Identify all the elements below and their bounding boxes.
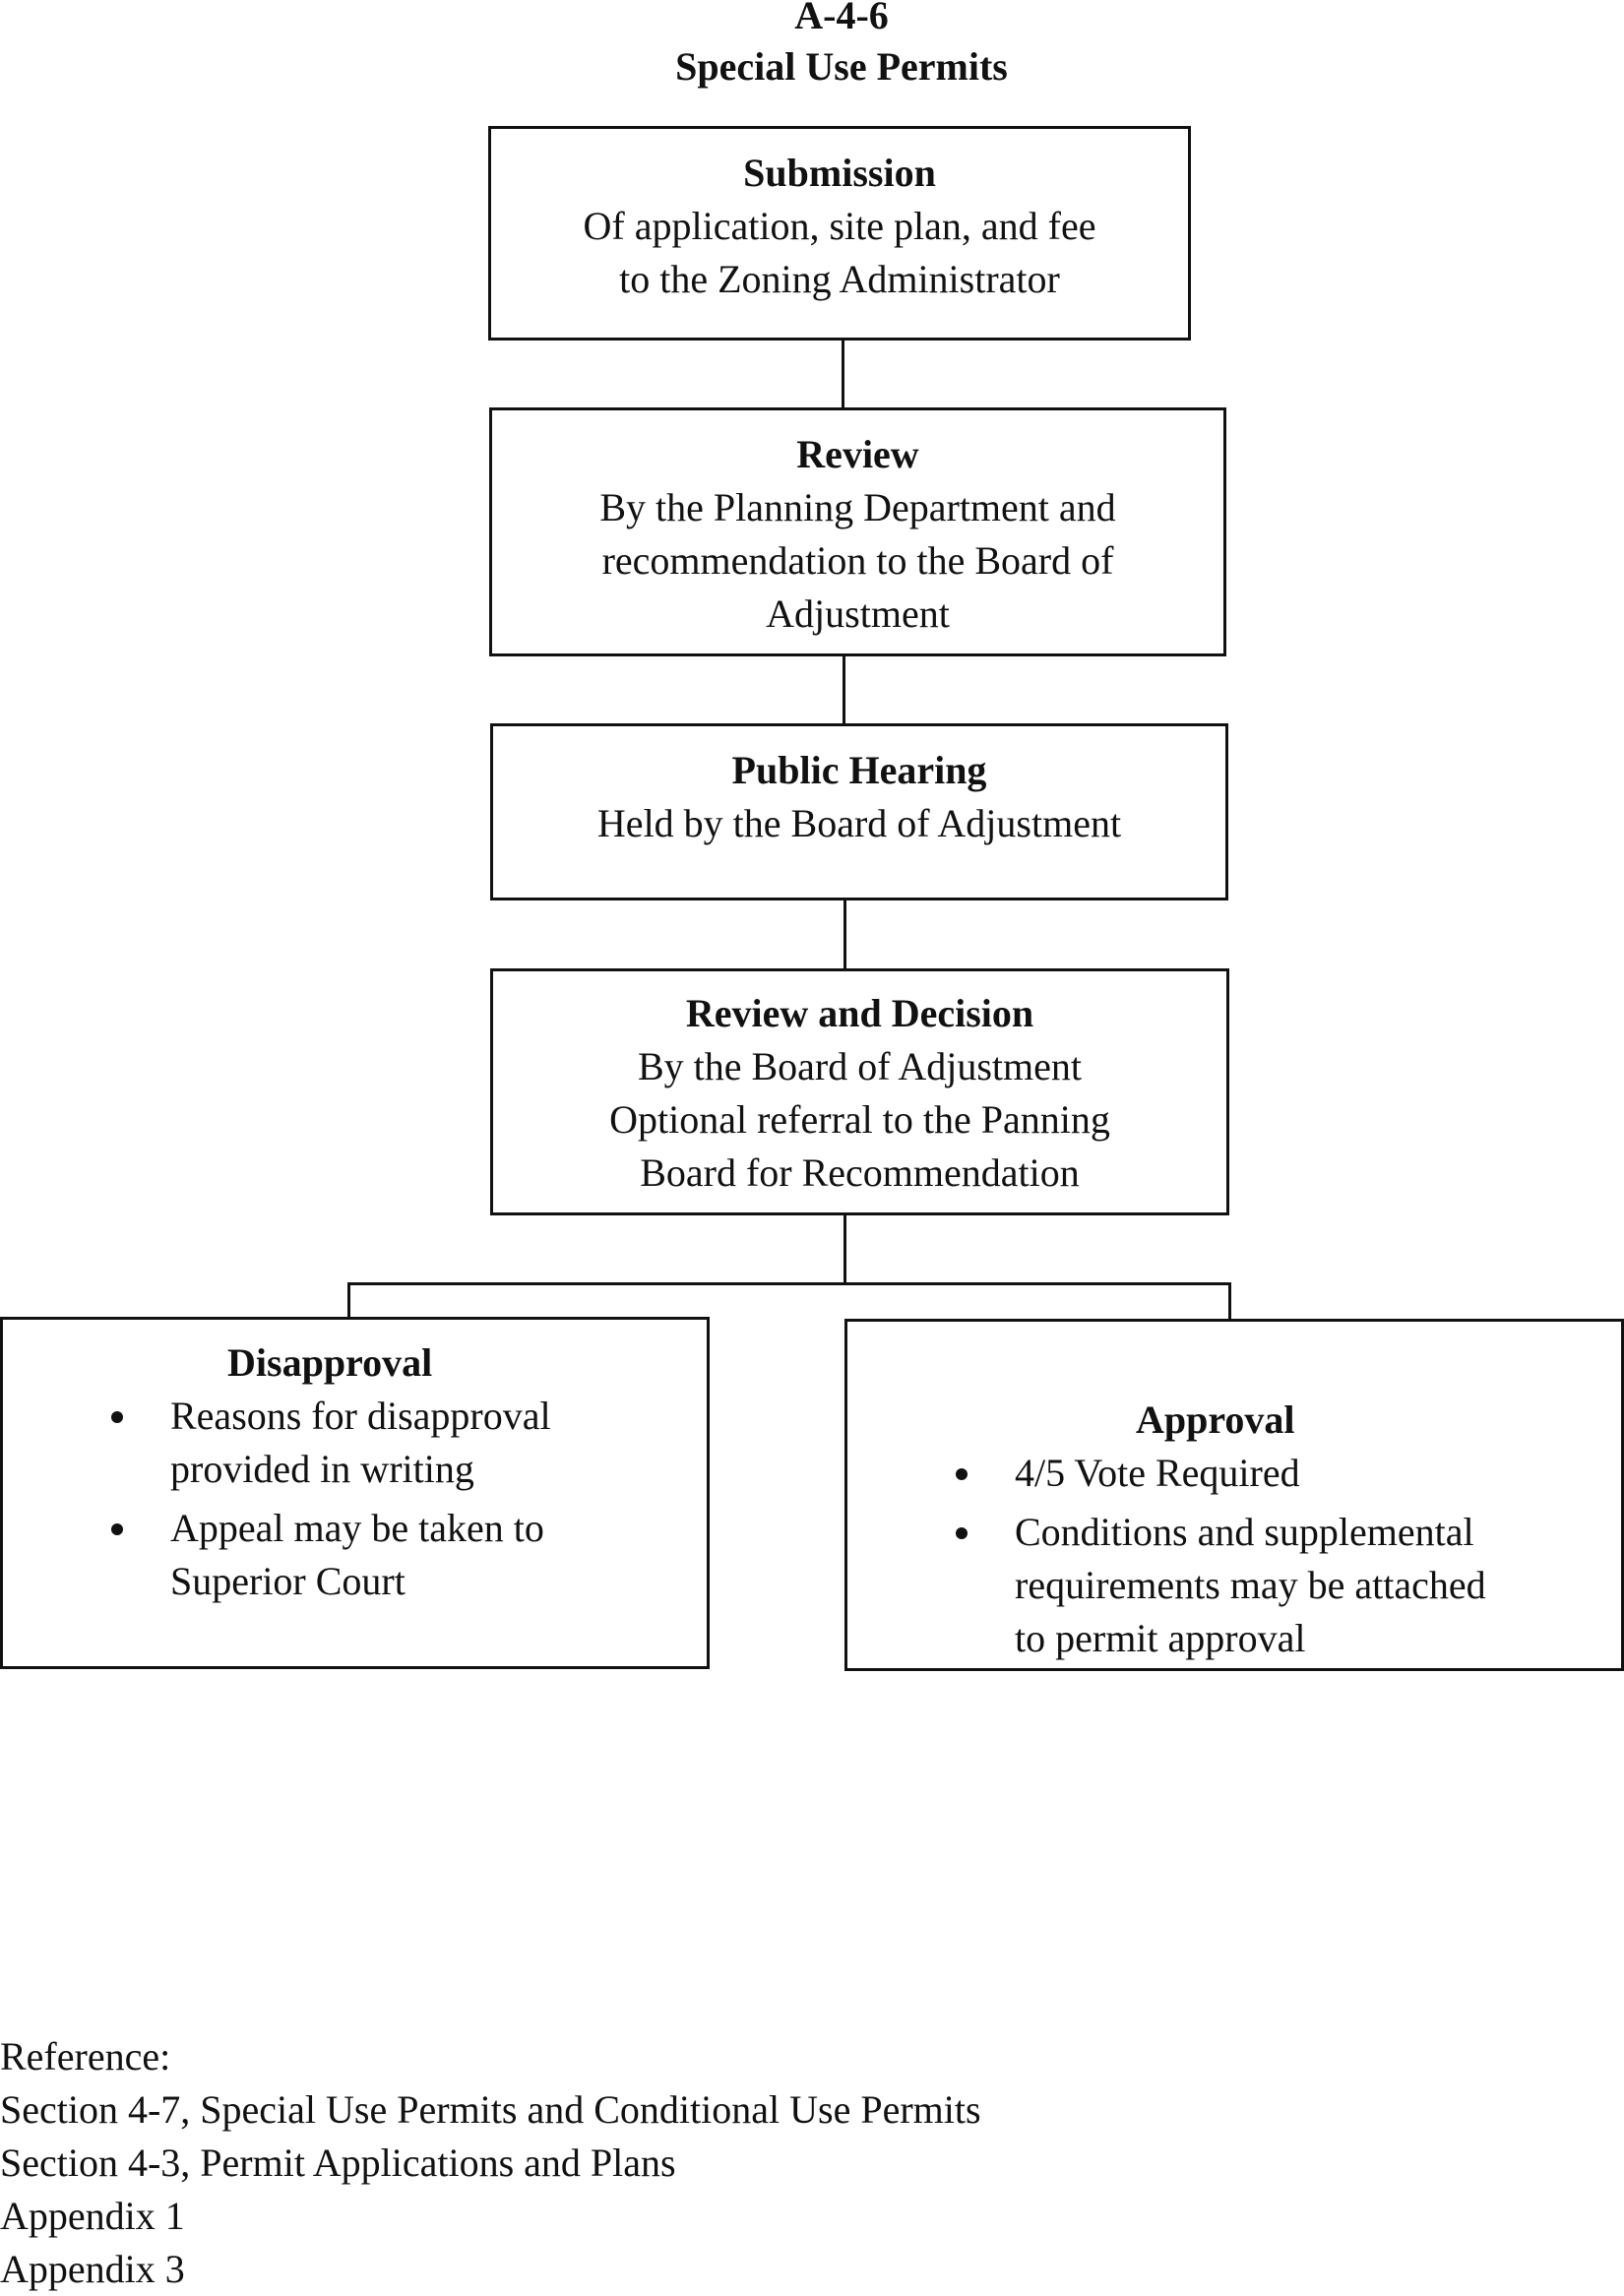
bullet-line: provided in writing xyxy=(170,1447,474,1491)
reference-item: Section 4-7, Special Use Permits and Con… xyxy=(0,2087,981,2132)
step-line: recommendation to the Board of xyxy=(601,538,1114,583)
reference-item: Appendix 1 xyxy=(0,2194,185,2238)
document-title: Special Use Permits xyxy=(675,44,1008,89)
outcome-title: Approval xyxy=(1136,1397,1295,1442)
step-line: Optional referral to the Panning xyxy=(609,1097,1110,1142)
reference-item: Section 4-3, Permit Applications and Pla… xyxy=(0,2141,676,2185)
step-review-decision-box: Review and Decision By the Board of Adju… xyxy=(490,968,1229,1215)
step-line: Board for Recommendation xyxy=(640,1150,1080,1195)
connector-branch-left xyxy=(347,1282,350,1318)
step-public-hearing-box: Public Hearing Held by the Board of Adju… xyxy=(490,723,1228,900)
step-title: Review xyxy=(796,432,919,476)
step-title: Public Hearing xyxy=(731,748,987,792)
connector-1 xyxy=(842,340,844,408)
bullet-line: Conditions and supplemental xyxy=(1015,1510,1474,1554)
bullet-icon xyxy=(956,1468,968,1480)
bullet-line: 4/5 Vote Required xyxy=(1015,1451,1300,1495)
outcome-title: Disapproval xyxy=(227,1340,433,1385)
bullet-line: requirements may be attached xyxy=(1015,1563,1486,1607)
bullet-icon xyxy=(111,1523,123,1535)
step-line: to the Zoning Administrator xyxy=(619,257,1060,301)
document-code: A-4-6 xyxy=(794,0,889,37)
disapproval-bullet-list: Reasons for disapproval provided in writ… xyxy=(101,1390,707,1608)
reference-item: Appendix 3 xyxy=(0,2247,185,2291)
connector-2 xyxy=(843,655,845,724)
list-item: Appeal may be taken to Superior Court xyxy=(101,1502,707,1608)
connector-3 xyxy=(843,900,846,968)
step-line: Held by the Board of Adjustment xyxy=(596,801,1122,845)
reference-block: Reference: Section 4-7, Special Use Perm… xyxy=(0,2030,981,2296)
bullet-line: Superior Court xyxy=(170,1559,406,1603)
step-line: Of application, site plan, and fee xyxy=(583,204,1096,248)
bullet-icon xyxy=(111,1411,123,1423)
step-submission-box: Submission Of application, site plan, an… xyxy=(488,126,1191,341)
bullet-line: Appeal may be taken to xyxy=(170,1506,544,1550)
step-line: By the Board of Adjustment xyxy=(637,1044,1083,1088)
list-item: Conditions and supplemental requirements… xyxy=(946,1506,1621,1665)
bullet-icon xyxy=(956,1527,968,1539)
outcome-approval-box: Approval 4/5 Vote Required Conditions an… xyxy=(844,1319,1624,1671)
list-item: 4/5 Vote Required xyxy=(946,1447,1621,1500)
step-review-box: Review By the Planning Department and re… xyxy=(489,407,1226,656)
step-line: By the Planning Department and xyxy=(599,485,1116,529)
step-title: Submission xyxy=(743,151,936,195)
step-line: Adjustment xyxy=(766,591,950,636)
bullet-line: Reasons for disapproval xyxy=(170,1394,551,1438)
list-item: Reasons for disapproval provided in writ… xyxy=(101,1390,707,1496)
connector-branch-right xyxy=(1228,1282,1231,1320)
outcome-disapproval-box: Disapproval Reasons for disapproval prov… xyxy=(0,1317,710,1669)
approval-bullet-list: 4/5 Vote Required Conditions and supplem… xyxy=(946,1447,1621,1665)
reference-heading: Reference: xyxy=(0,2034,171,2079)
step-title: Review and Decision xyxy=(685,991,1034,1035)
connector-branch-horizontal xyxy=(347,1282,1231,1285)
bullet-line: to permit approval xyxy=(1015,1616,1306,1660)
connector-4-stem xyxy=(843,1213,846,1284)
